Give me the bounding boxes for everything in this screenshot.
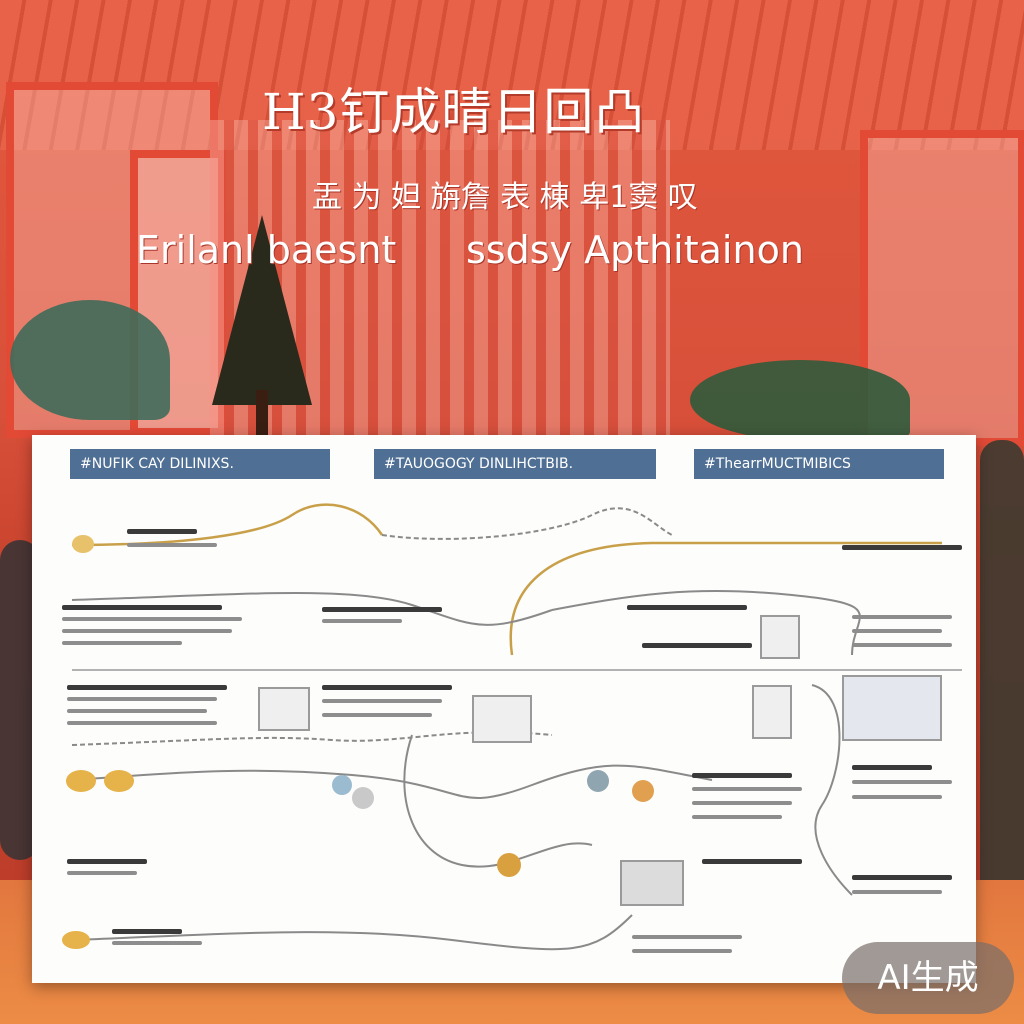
ai-generated-badge: AI生成 bbox=[842, 942, 1014, 1014]
section-header-1: #NUFIK CAY DILINIXS. bbox=[70, 449, 330, 479]
route-marker-gold-4 bbox=[62, 931, 90, 949]
route-marker-gold-3 bbox=[104, 770, 134, 792]
text-placeholder bbox=[852, 765, 932, 770]
text-placeholder bbox=[67, 859, 147, 864]
text-placeholder bbox=[852, 795, 942, 799]
route-marker-blue-1 bbox=[332, 775, 352, 795]
ceiling-slats bbox=[0, 0, 1024, 150]
text-placeholder bbox=[322, 619, 402, 623]
pine-tree-decoration bbox=[212, 215, 312, 405]
text-placeholder bbox=[692, 787, 802, 791]
text-placeholder bbox=[702, 859, 802, 864]
text-placeholder bbox=[67, 685, 227, 690]
text-placeholder bbox=[62, 617, 242, 621]
route-line-gold-2 bbox=[509, 541, 942, 656]
text-placeholder bbox=[692, 815, 782, 819]
route-line-gray-8 bbox=[811, 684, 853, 896]
plant-left bbox=[10, 300, 170, 420]
text-placeholder bbox=[852, 643, 952, 647]
text-placeholder bbox=[62, 629, 232, 633]
text-placeholder bbox=[127, 543, 217, 547]
text-placeholder bbox=[67, 709, 207, 713]
text-placeholder bbox=[322, 699, 442, 703]
text-placeholder bbox=[632, 935, 742, 939]
text-placeholder bbox=[322, 713, 432, 717]
building-illustration-4 bbox=[842, 675, 942, 741]
text-placeholder bbox=[632, 949, 732, 953]
text-placeholder bbox=[852, 875, 952, 880]
poster-subtitle: 盂 为 妲 旃詹 表 棟 卑1窦 叹 bbox=[312, 180, 698, 215]
route-line-gray-6 bbox=[403, 734, 593, 868]
text-placeholder bbox=[62, 605, 222, 610]
text-placeholder bbox=[112, 929, 182, 934]
route-line-gray-4 bbox=[71, 731, 553, 746]
text-placeholder bbox=[67, 871, 137, 875]
building-illustration-6 bbox=[760, 615, 800, 659]
text-placeholder bbox=[842, 545, 962, 550]
route-marker-orange-2 bbox=[497, 853, 521, 877]
route-marker-gold-1 bbox=[72, 535, 94, 553]
route-marker-gray-1 bbox=[352, 787, 374, 809]
route-line-gray-1 bbox=[381, 507, 673, 540]
section-header-2: #TAUOGOGY DINLIHCTBIB. bbox=[374, 449, 656, 479]
route-marker-gold-2 bbox=[66, 770, 96, 792]
text-placeholder bbox=[642, 643, 752, 648]
text-placeholder bbox=[67, 721, 217, 725]
route-line-gold-1 bbox=[71, 503, 384, 547]
pine-tree-trunk bbox=[256, 390, 268, 435]
text-placeholder bbox=[322, 685, 452, 690]
route-marker-orange-1 bbox=[632, 780, 654, 802]
route-map-panel: #NUFIK CAY DILINIXS. #TAUOGOGY DINLIHCTB… bbox=[32, 435, 976, 983]
route-line-gray-5 bbox=[71, 764, 713, 799]
section-header-3: #ThearrMUCTMIBICS bbox=[694, 449, 944, 479]
poster-tagline-right: ssdsy Apthitainon bbox=[466, 228, 804, 272]
plant-edge-right bbox=[980, 440, 1024, 900]
text-placeholder bbox=[852, 629, 942, 633]
text-placeholder bbox=[62, 641, 182, 645]
text-placeholder bbox=[322, 607, 442, 612]
text-placeholder bbox=[692, 801, 792, 805]
poster-tagline-left: Erilanl baesnt bbox=[136, 228, 397, 272]
building-illustration-1 bbox=[258, 687, 310, 731]
route-marker-blue-2 bbox=[587, 770, 609, 792]
text-placeholder bbox=[627, 605, 747, 610]
building-illustration-5 bbox=[620, 860, 684, 906]
text-placeholder bbox=[692, 773, 792, 778]
text-placeholder bbox=[852, 780, 952, 784]
route-line-gray-3 bbox=[551, 590, 861, 656]
text-placeholder bbox=[852, 890, 942, 894]
text-placeholder bbox=[112, 941, 202, 945]
text-placeholder bbox=[127, 529, 197, 534]
text-placeholder bbox=[852, 615, 952, 619]
poster-title: H3钉成晴日回凸 bbox=[262, 83, 646, 141]
plant-right bbox=[690, 360, 910, 440]
route-line-gray-7 bbox=[71, 914, 633, 951]
building-illustration-3 bbox=[752, 685, 792, 739]
building-illustration-2 bbox=[472, 695, 532, 743]
route-lines bbox=[71, 503, 962, 951]
text-placeholder bbox=[67, 697, 217, 701]
route-line-gray-2 bbox=[71, 592, 553, 626]
